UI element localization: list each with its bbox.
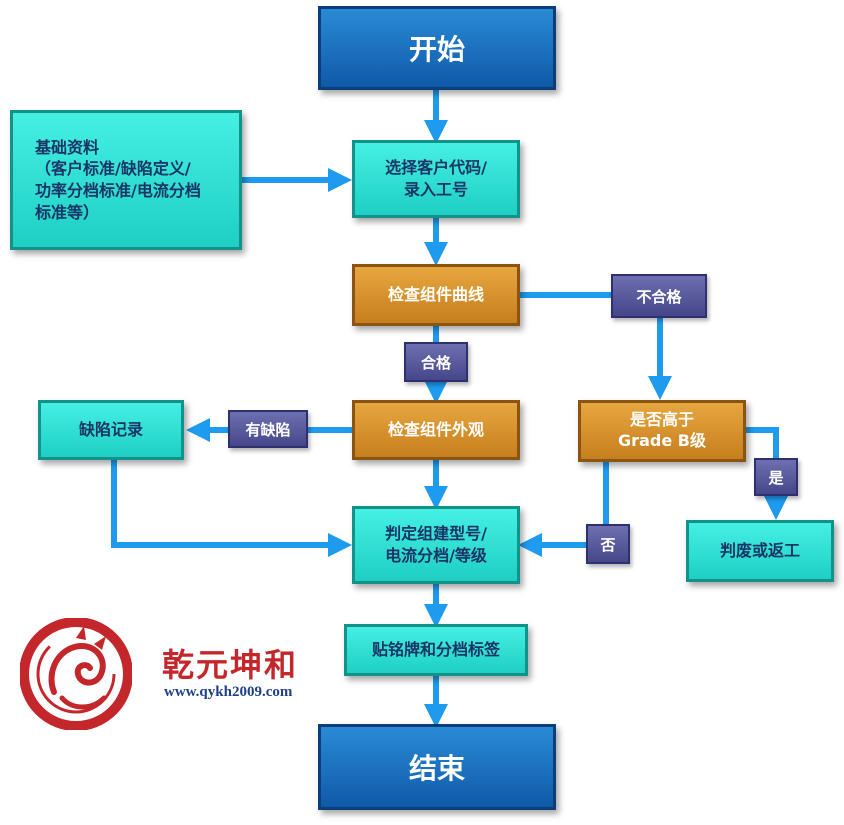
fail-label: 不合格 [636,287,682,306]
judge-model-node: 判定组建型号/ 电流分档/等级 [352,506,520,584]
pass-label-box: 合格 [404,342,468,382]
arrow-defect-to-judge [111,458,352,557]
select-customer-label: 选择客户代码/ 录入工号 [385,158,487,199]
check-appearance-label: 检查组件外观 [387,419,484,439]
pass-label: 合格 [420,353,451,372]
judge-model-label: 判定组建型号/ 电流分档/等级 [385,524,487,565]
check-curve-node: 检查组件曲线 [352,264,520,326]
scrap-rework-node: 判废或返工 [686,520,834,582]
end-label: 结束 [408,752,465,785]
no-label: 否 [600,535,616,554]
scrap-rework-label: 判废或返工 [719,541,800,561]
yes-label-box: 是 [754,458,798,496]
label-nameplate-node: 贴铭牌和分档标签 [344,624,528,676]
fail-label-box: 不合格 [611,274,707,318]
brand-logo-icon [20,618,132,730]
basic-data-label: 基础资料 （客户标准/缺陷定义/ 功率分档标准/电流分档 标准等） [35,137,201,222]
check-appearance-node: 检查组件外观 [352,400,520,460]
defect-record-node: 缺陷记录 [38,400,184,460]
grade-check-node: 是否高于 Grade B级 [578,400,746,462]
has-defect-label-box: 有缺陷 [228,410,308,448]
yes-label: 是 [768,468,784,487]
defect-record-label: 缺陷记录 [78,420,143,440]
start-node: 开始 [318,6,556,90]
end-node: 结束 [318,724,556,810]
has-defect-label: 有缺陷 [245,420,291,439]
label-nameplate-label: 贴铭牌和分档标签 [371,640,500,660]
basic-data-node: 基础资料 （客户标准/缺陷定义/ 功率分档标准/电流分档 标准等） [10,110,242,250]
brand-url: www.qykh2009.com [164,684,293,700]
start-label: 开始 [408,33,465,66]
check-curve-label: 检查组件曲线 [387,284,484,304]
select-customer-node: 选择客户代码/ 录入工号 [352,140,520,218]
no-label-box: 否 [586,524,630,564]
grade-check-label: 是否高于 Grade B级 [618,410,706,450]
brand-name: 乾元坤和 [162,646,299,684]
